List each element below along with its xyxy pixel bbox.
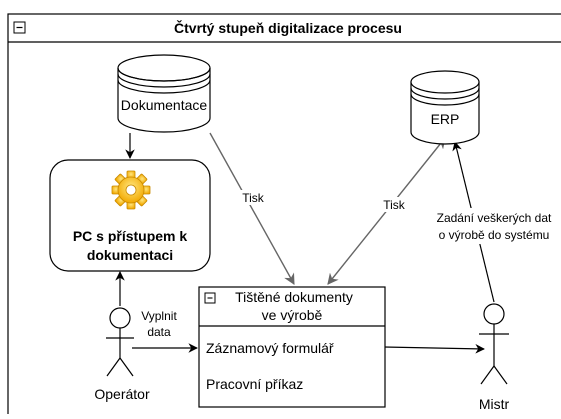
- actor-mistr-label: Mistr: [479, 396, 510, 412]
- printed-documents-container[interactable]: Tištěné dokumenty ve výrobě Záznamový fo…: [198, 286, 386, 408]
- printed-documents-title-line1: Tištěné dokumenty: [235, 289, 353, 305]
- edge-label-mistr-line2: o výrobě do systému: [439, 228, 550, 242]
- edge-label-data: data: [147, 325, 171, 339]
- actor-operator-label: Operátor: [94, 386, 150, 402]
- edge-label-tisk-right: Tisk: [383, 198, 406, 212]
- edge-labels: Tisk Tisk Zadání veškerých dat o výrobě …: [141, 190, 561, 339]
- database-dokumentace[interactable]: Dokumentace: [117, 54, 211, 133]
- pc-node-label-line1: PC s přístupem k: [73, 228, 188, 244]
- edge-label-vyplnit: Vyplnit: [141, 309, 177, 323]
- pc-node[interactable]: PC s přístupem k dokumentaci: [49, 159, 211, 272]
- database-dokumentace-label: Dokumentace: [121, 97, 208, 113]
- edge-docs-mistr: [383, 344, 485, 354]
- printed-documents-collapse-button[interactable]: [204, 292, 216, 304]
- pc-node-label-line2: dokumentaci: [87, 247, 173, 263]
- person-icon: [106, 307, 134, 377]
- list-item-zaznamovy-formular[interactable]: Záznamový formulář: [206, 340, 334, 356]
- edge-label-mistr-line1: Zadání veškerých dat: [437, 211, 552, 225]
- person-icon: [479, 303, 509, 385]
- container-title: Čtvrtý stupeň digitalizace procesu: [174, 19, 402, 36]
- list-item-pracovni-prikaz[interactable]: Pracovní příkaz: [206, 376, 303, 392]
- database-erp[interactable]: ERP: [410, 70, 480, 145]
- actor-mistr[interactable]: Mistr: [479, 303, 510, 412]
- actor-operator[interactable]: Operátor: [94, 307, 150, 402]
- database-erp-label: ERP: [431, 111, 460, 127]
- container-collapse-button[interactable]: [13, 21, 26, 34]
- printed-documents-title-line2: ve výrobě: [262, 307, 323, 323]
- edge-dokumentace-docs: [209, 132, 295, 285]
- edge-label-tisk-left: Tisk: [242, 191, 265, 205]
- gear-icon: [111, 170, 151, 210]
